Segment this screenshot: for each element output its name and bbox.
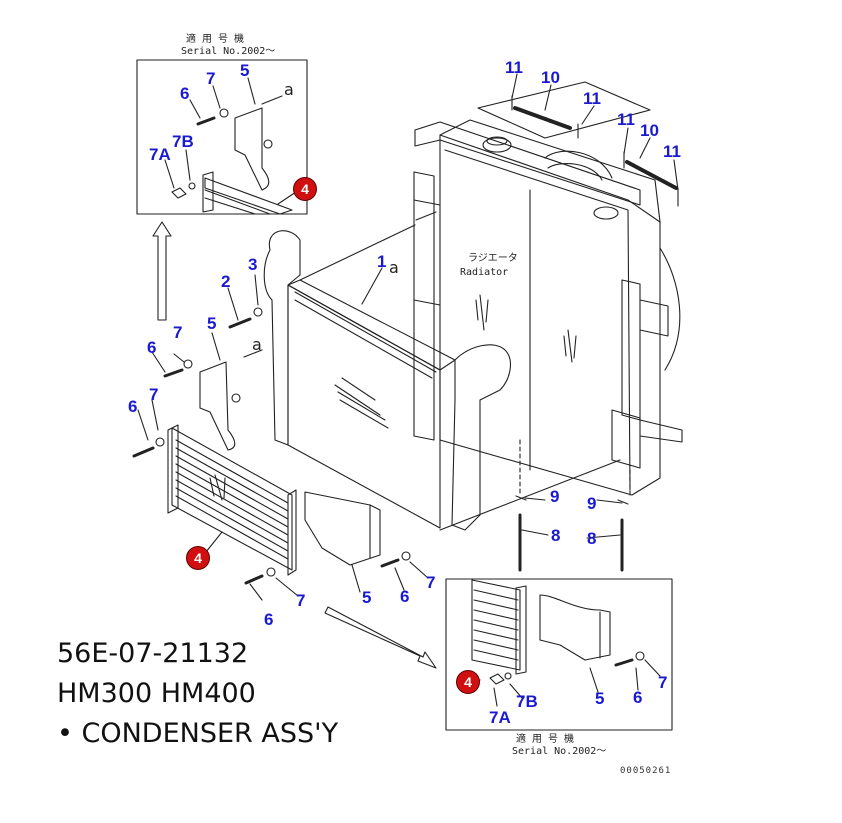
- callout-2: 2: [221, 272, 231, 291]
- callout-7B: 7B: [516, 692, 538, 711]
- callout-7: 7: [173, 323, 183, 342]
- leaders-main: [137, 73, 679, 601]
- callout-1: 1: [377, 252, 387, 271]
- inset-top-art: [164, 77, 297, 215]
- connection-mark-main: a: [252, 335, 262, 354]
- callout-10: 10: [640, 121, 659, 140]
- highlight-part-4-main: 4: [186, 546, 210, 570]
- callout-6: 6: [400, 587, 410, 606]
- callout-11: 11: [617, 110, 635, 129]
- connection-mark-radiator: a: [389, 258, 399, 277]
- callout-9: 9: [587, 494, 597, 513]
- arrow-up-to-top-inset: [152, 221, 172, 321]
- callout-6: 6: [633, 688, 643, 707]
- callout-5: 5: [207, 314, 217, 333]
- callout-5: 5: [240, 61, 250, 80]
- inset-top-applicability: 適 用 号 機: [186, 34, 245, 45]
- bolts-8-9: [515, 439, 631, 572]
- highlight-part-4-bottom: 4: [456, 670, 480, 694]
- callout-7: 7: [658, 673, 668, 692]
- radiator-label-en: Radiator: [460, 267, 509, 278]
- callout-7A: 7A: [149, 145, 171, 164]
- aftercooler: [263, 224, 621, 531]
- radiator-label-jp: ラジエータ: [468, 253, 518, 264]
- callout-6: 6: [264, 610, 274, 629]
- bracket-lower-main: [304, 491, 381, 566]
- callout-8: 8: [587, 529, 597, 548]
- document-number: 00050261: [620, 766, 672, 776]
- machine-models: HM300 HM400: [57, 678, 256, 709]
- inset-bottom-serial: Serial No.2002～: [512, 746, 607, 757]
- callout-7: 7: [149, 385, 159, 404]
- callout-7A: 7A: [489, 708, 511, 727]
- callout-7: 7: [296, 591, 306, 610]
- condenser-main: [167, 424, 297, 576]
- callout-6: 6: [147, 338, 157, 357]
- inset-bottom-applicability: 適 用 号 機: [516, 734, 575, 745]
- callout-5: 5: [595, 689, 605, 708]
- callout-7: 7: [426, 573, 436, 592]
- highlight-part-4-top: 4: [293, 177, 317, 201]
- callout-3: 3: [248, 255, 258, 274]
- inset-bottom-art: [469, 579, 661, 707]
- callout-6: 6: [180, 84, 190, 103]
- connection-mark-top: a: [284, 80, 294, 99]
- arrow-to-bottom-inset: [324, 606, 437, 669]
- callout-6: 6: [128, 397, 138, 416]
- callout-11: 11: [505, 58, 523, 77]
- bracket-left-main: [199, 361, 241, 451]
- hoses-top: [477, 81, 679, 207]
- callout-10: 10: [541, 68, 560, 87]
- callout-8: 8: [551, 526, 561, 545]
- inset-frame-top: [136, 59, 308, 215]
- callout-9: 9: [550, 487, 560, 506]
- callout-7: 7: [206, 69, 216, 88]
- bolts-main: [132, 211, 437, 585]
- callout-11: 11: [583, 89, 601, 108]
- callout-5: 5: [362, 588, 372, 607]
- part-description: • CONDENSER ASS'Y: [57, 718, 339, 749]
- part-number: 56E-07-21132: [57, 638, 249, 669]
- callout-7B: 7B: [172, 132, 194, 151]
- callout-11: 11: [663, 142, 681, 161]
- inset-top-serial: Serial No.2002～: [181, 46, 276, 57]
- inset-frame-bottom: [445, 578, 673, 731]
